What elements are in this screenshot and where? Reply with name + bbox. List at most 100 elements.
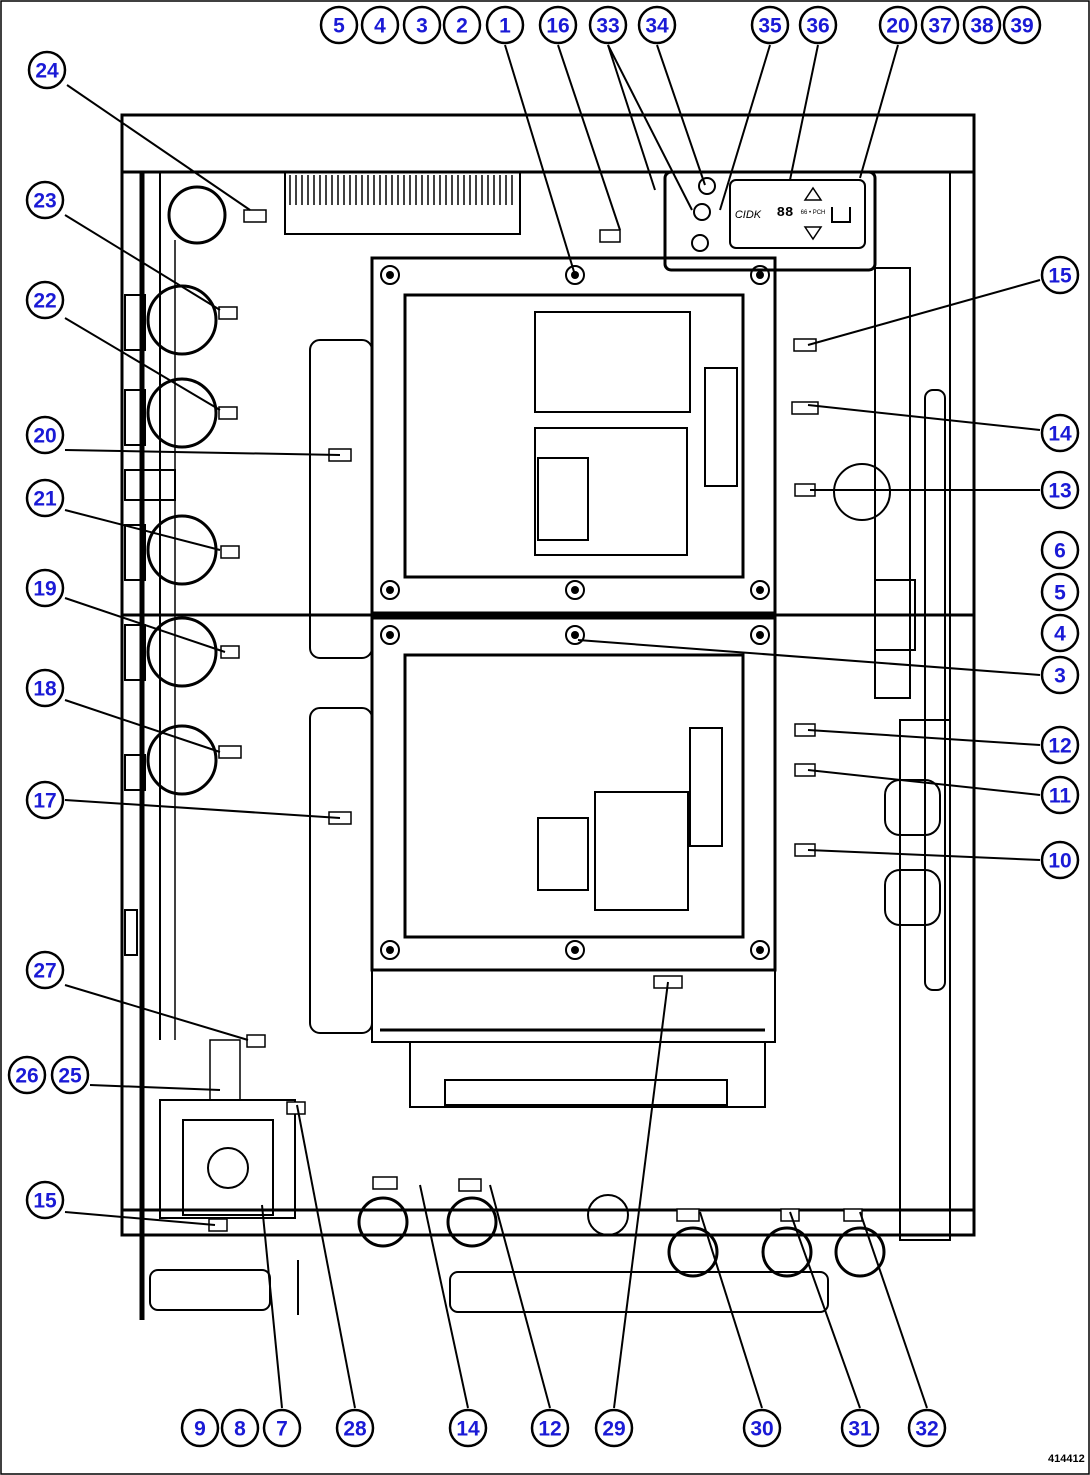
- part-tag: [286, 1101, 306, 1115]
- callout-3: 3: [402, 5, 442, 45]
- callout-label: 22: [33, 290, 56, 313]
- leader-line: [64, 984, 249, 1041]
- display-small-text: 66 • PCH: [801, 210, 826, 216]
- leader-line: [859, 1211, 928, 1409]
- bolt-center: [571, 586, 579, 594]
- bolt-center: [386, 946, 394, 954]
- leader-line: [807, 849, 1041, 861]
- callout-label: 14: [456, 1418, 480, 1441]
- leader-line: [577, 639, 1041, 676]
- leader-line: [607, 44, 656, 191]
- part-tag: [599, 229, 621, 243]
- part-tag: [372, 1176, 398, 1190]
- callout-32: 32: [907, 1408, 947, 1448]
- callout-20: 20: [25, 415, 65, 455]
- callout-24: 24: [27, 50, 67, 90]
- callout-label: 17: [33, 790, 56, 813]
- callout-label: 6: [1054, 540, 1066, 563]
- callout-14: 14: [448, 1408, 488, 1448]
- callout-label: 12: [538, 1418, 561, 1441]
- callout-8: 8: [220, 1408, 260, 1448]
- callout-27: 27: [25, 950, 65, 990]
- callout-label: 32: [915, 1418, 938, 1441]
- leader-line: [64, 317, 221, 411]
- callout-5: 5: [319, 5, 359, 45]
- callout-label: 15: [1048, 265, 1072, 288]
- upper-control-board: [309, 256, 777, 659]
- callout-label: 30: [750, 1418, 773, 1441]
- bolt-center: [386, 631, 394, 639]
- callout-13: 13: [1040, 470, 1080, 510]
- lower-control-board: [309, 616, 777, 1108]
- callout-label: 27: [33, 960, 56, 983]
- callout-29: 29: [594, 1408, 634, 1448]
- callout-18: 18: [25, 668, 65, 708]
- down-arrow-icon: [803, 226, 823, 241]
- callout-4: 4: [1040, 613, 1080, 653]
- part-tag: [780, 1208, 800, 1222]
- part-tag: [791, 401, 819, 415]
- part-tag: [843, 1208, 863, 1222]
- leader-line: [807, 279, 1041, 346]
- callout-label: 3: [416, 15, 428, 38]
- callout-1: 1: [485, 5, 525, 45]
- part-tag: [220, 645, 240, 659]
- bottom-equipment: [149, 1039, 886, 1315]
- callout-label: 36: [806, 15, 829, 38]
- leader-line: [789, 1211, 861, 1409]
- callout-17: 17: [25, 780, 65, 820]
- part-tag: [218, 406, 238, 420]
- callout-label: 7: [276, 1418, 288, 1441]
- leader-line: [807, 729, 1041, 746]
- callout-label: 4: [374, 15, 386, 38]
- callout-label: 20: [886, 15, 909, 38]
- part-tags: [208, 209, 863, 1232]
- bolt-icon: [565, 940, 585, 960]
- callout-3: 3: [1040, 655, 1080, 695]
- callout-6: 6: [1040, 530, 1080, 570]
- leader-line: [699, 1211, 763, 1409]
- callout-label: 24: [35, 60, 59, 83]
- callout-34: 34: [637, 5, 677, 45]
- part-tag: [676, 1208, 700, 1222]
- callout-30: 30: [742, 1408, 782, 1448]
- bolt-center: [756, 586, 764, 594]
- callout-20: 20: [878, 5, 918, 45]
- callout-label: 2: [456, 15, 468, 38]
- callout-11: 11: [1040, 775, 1080, 815]
- callout-36: 36: [798, 5, 838, 45]
- bolt-center: [756, 631, 764, 639]
- callout-38: 38: [962, 5, 1002, 45]
- callout-33: 33: [588, 5, 628, 45]
- callout-12: 12: [1040, 725, 1080, 765]
- callout-7: 7: [262, 1408, 302, 1448]
- callout-label: 5: [1054, 582, 1066, 605]
- leader-line: [66, 84, 251, 211]
- callout-label: 25: [58, 1065, 82, 1088]
- callout-label: 1: [499, 15, 511, 38]
- bolt-icon: [565, 625, 585, 645]
- callout-9: 9: [180, 1408, 220, 1448]
- leader-line: [64, 214, 221, 311]
- leader-line: [489, 1184, 551, 1409]
- bolt-icon: [750, 625, 770, 645]
- callout-label: 26: [15, 1065, 38, 1088]
- display-panel: CIDK 88 66 • PCH: [663, 170, 877, 272]
- tank-icon: [831, 207, 851, 223]
- callout-label: 29: [602, 1418, 625, 1441]
- leader-line: [296, 1104, 356, 1409]
- leader-line: [789, 44, 819, 181]
- callout-label: 19: [33, 578, 56, 601]
- leader-line: [807, 404, 1041, 431]
- bolt-center: [386, 271, 394, 279]
- leader-line: [64, 1211, 216, 1226]
- leader-line: [261, 1204, 283, 1409]
- callout-label: 34: [645, 15, 669, 38]
- callout-23: 23: [25, 180, 65, 220]
- bolt-icon: [565, 580, 585, 600]
- bolt-icon: [380, 265, 400, 285]
